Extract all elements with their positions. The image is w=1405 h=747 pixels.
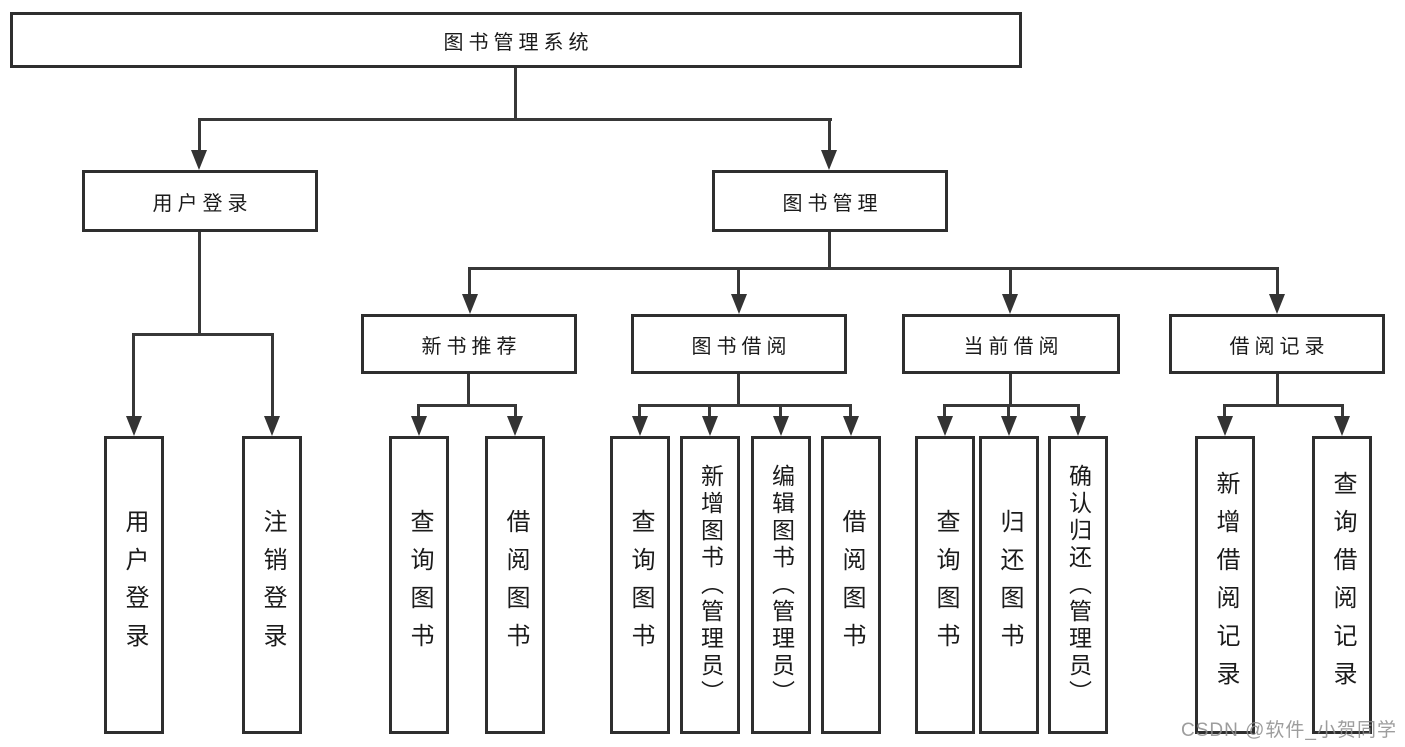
connector-hline <box>1223 404 1344 407</box>
connector-vline <box>828 121 831 150</box>
leaf-label: 新增借阅记录 <box>1212 471 1239 699</box>
connector-vline <box>779 407 782 416</box>
connector-vline <box>828 232 831 267</box>
connector-vline <box>514 68 517 121</box>
arrowhead-down <box>264 416 280 436</box>
node-user-login: 用户登录 <box>82 170 318 232</box>
connector-vline <box>943 407 946 416</box>
leaf-label: 编辑图书（管理员） <box>768 463 795 707</box>
leaf-add-borrow-record: 新增借阅记录 <box>1195 436 1255 734</box>
connector-vline <box>638 407 641 416</box>
arrowhead-down <box>731 294 747 314</box>
connector-vline <box>1009 374 1012 404</box>
arrowhead-down <box>773 416 789 436</box>
arrowhead-down <box>1217 416 1233 436</box>
connector-hline <box>468 267 1279 270</box>
connector-vline <box>417 407 420 416</box>
connector-vline <box>737 270 740 294</box>
leaf-borrow-books-recommend: 借阅图书 <box>485 436 545 734</box>
connector-vline <box>849 407 852 416</box>
connector-vline <box>1009 270 1012 294</box>
connector-vline <box>271 336 274 416</box>
node-new-book-recommend: 新书推荐 <box>361 314 577 374</box>
arrowhead-down <box>702 416 718 436</box>
connector-vline <box>198 121 201 150</box>
connector-vline <box>1276 270 1279 294</box>
leaf-borrow-books: 借阅图书 <box>821 436 881 734</box>
leaf-label: 查询借阅记录 <box>1329 471 1356 699</box>
connector-hline <box>417 404 517 407</box>
connector-hline <box>638 404 852 407</box>
leaf-label: 查询图书 <box>406 509 433 661</box>
node-book-management: 图书管理 <box>712 170 948 232</box>
connector-vline <box>514 407 517 416</box>
connector-vline <box>132 336 135 416</box>
arrowhead-down <box>507 416 523 436</box>
connector-vline <box>1007 407 1010 416</box>
arrowhead-down <box>191 150 207 170</box>
leaf-confirm-return-admin: 确认归还（管理员） <box>1048 436 1108 734</box>
node-library-management-system: 图书管理系统 <box>10 12 1022 68</box>
arrowhead-down <box>632 416 648 436</box>
arrowhead-down <box>937 416 953 436</box>
connector-vline <box>1077 407 1080 416</box>
leaf-query-books-current: 查询图书 <box>915 436 975 734</box>
connector-vline <box>1341 407 1344 416</box>
leaf-label: 借阅图书 <box>502 509 529 661</box>
connector-vline <box>467 374 470 404</box>
leaf-label: 归还图书 <box>996 509 1023 661</box>
connector-vline <box>1276 374 1279 406</box>
arrowhead-down <box>126 416 142 436</box>
connector-vline <box>1223 407 1226 416</box>
connector-vline <box>198 232 201 333</box>
arrowhead-down <box>1070 416 1086 436</box>
connector-hline <box>132 333 274 336</box>
connector-hline <box>198 118 832 121</box>
leaf-label: 查询图书 <box>627 509 654 661</box>
leaf-query-borrow-record: 查询借阅记录 <box>1312 436 1372 734</box>
leaf-user-login: 用户登录 <box>104 436 164 734</box>
arrowhead-down <box>1269 294 1285 314</box>
leaf-return-books: 归还图书 <box>979 436 1039 734</box>
node-current-borrowing: 当前借阅 <box>902 314 1120 374</box>
node-borrowing-records: 借阅记录 <box>1169 314 1385 374</box>
arrowhead-down <box>843 416 859 436</box>
leaf-logout: 注销登录 <box>242 436 302 734</box>
leaf-query-books-recommend: 查询图书 <box>389 436 449 734</box>
leaf-label: 用户登录 <box>121 509 148 661</box>
leaf-edit-books-admin: 编辑图书（管理员） <box>751 436 811 734</box>
arrowhead-down <box>411 416 427 436</box>
arrowhead-down <box>1001 416 1017 436</box>
connector-vline <box>737 374 740 404</box>
connector-vline <box>708 407 711 416</box>
leaf-label: 查询图书 <box>932 509 959 661</box>
connector-vline <box>468 270 471 294</box>
leaf-query-books-borrowing: 查询图书 <box>610 436 670 734</box>
leaf-label: 新增图书（管理员） <box>697 463 724 707</box>
leaf-label: 注销登录 <box>259 509 286 661</box>
connector-hline <box>943 404 1080 407</box>
arrowhead-down <box>1002 294 1018 314</box>
arrowhead-down <box>821 150 837 170</box>
node-book-borrowing: 图书借阅 <box>631 314 847 374</box>
csdn-watermark: CSDN @软件_小贺同学 <box>1181 720 1397 741</box>
leaf-add-books-admin: 新增图书（管理员） <box>680 436 740 734</box>
arrowhead-down <box>1334 416 1350 436</box>
leaf-label: 借阅图书 <box>838 509 865 661</box>
leaf-label: 确认归还（管理员） <box>1065 463 1092 707</box>
arrowhead-down <box>462 294 478 314</box>
